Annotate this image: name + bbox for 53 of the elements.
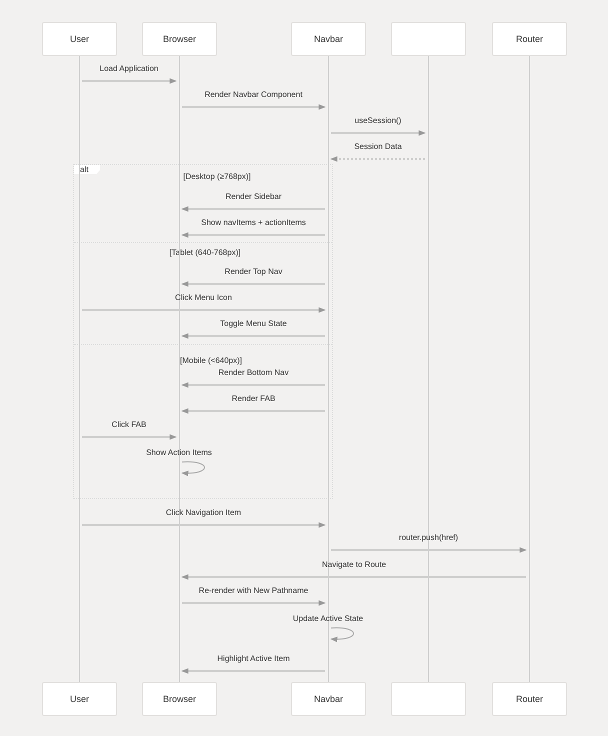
message-arrow <box>181 333 326 339</box>
message-arrow <box>181 668 326 674</box>
participant-box: Navbar <box>291 682 366 716</box>
message-arrow <box>181 574 526 580</box>
participant-box <box>391 682 466 716</box>
self-message-arrow <box>330 627 354 642</box>
message-label: Click FAB <box>112 420 146 429</box>
participant-box: User <box>42 682 117 716</box>
message-label: Re-render with New Pathname <box>198 586 308 595</box>
lifeline <box>527 56 532 682</box>
message-label: Render Sidebar <box>225 192 282 201</box>
message-label: Show navItems + actionItems <box>201 218 306 227</box>
participant-box: Router <box>492 682 567 716</box>
message-arrow <box>182 104 326 110</box>
participant-box: Browser <box>142 682 217 716</box>
message-arrow <box>181 408 326 414</box>
message-arrow <box>330 547 527 553</box>
message-arrow <box>181 382 326 388</box>
message-arrow <box>82 78 177 84</box>
message-label: Render Navbar Component <box>204 90 302 99</box>
participant-box: User <box>42 22 117 56</box>
message-label: Session Data <box>354 142 402 151</box>
participant-box: Router <box>492 22 567 56</box>
message-label: Render Bottom Nav <box>218 368 289 377</box>
message-arrow <box>181 281 326 287</box>
message-label: Highlight Active Item <box>217 654 290 663</box>
message-arrow <box>330 130 426 136</box>
message-arrow <box>82 522 326 528</box>
message-label: Show Action Items <box>146 448 212 457</box>
message-arrow <box>82 434 177 440</box>
guard-condition: [Mobile (<640px)] <box>180 356 242 365</box>
message-label: Update Active State <box>292 614 364 623</box>
self-message-arrow <box>181 461 205 476</box>
message-label: Load Application <box>100 64 158 73</box>
message-label: Click Menu Icon <box>175 293 232 302</box>
message-label: Click Navigation Item <box>166 508 242 517</box>
message-label: router.push(href) <box>398 533 458 542</box>
message-label: Render FAB <box>232 394 276 403</box>
participant-box: Browser <box>142 22 217 56</box>
lifeline <box>77 56 82 682</box>
message-arrow <box>330 156 426 162</box>
message-label: Render Top Nav <box>224 267 282 276</box>
participant-box <box>391 22 466 56</box>
message-arrow <box>182 600 326 606</box>
message-arrow <box>82 307 326 313</box>
participant-box: Navbar <box>291 22 366 56</box>
message-arrow <box>181 232 326 238</box>
message-label: Navigate to Route <box>322 560 386 569</box>
fragment-tag: alt <box>74 165 100 174</box>
message-arrow <box>181 206 326 212</box>
guard-condition: [Tablet (640-768px)] <box>169 248 241 257</box>
message-label: Toggle Menu State <box>220 319 287 328</box>
message-label: useSession() <box>354 116 402 125</box>
